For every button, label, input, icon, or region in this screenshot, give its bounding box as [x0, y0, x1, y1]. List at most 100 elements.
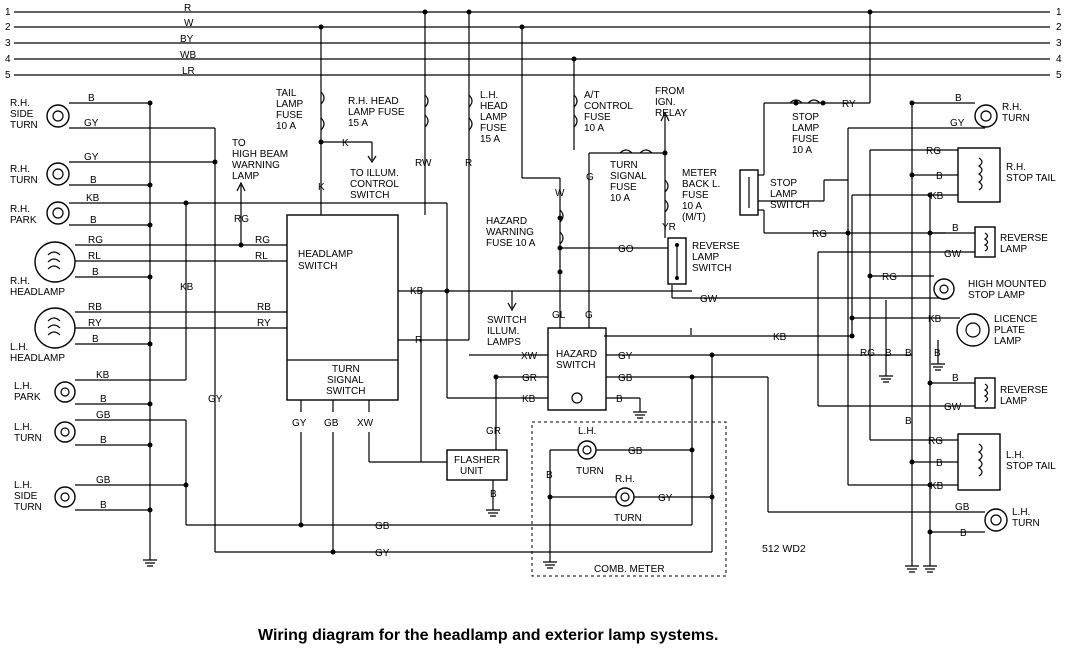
lh-stop-tail-wire-b: B	[936, 458, 943, 469]
reverse-1-label-2: LAMP	[1000, 244, 1028, 255]
right-wire-rg-v: RG	[860, 348, 875, 359]
note-switch-illum-2: ILLUM.	[487, 326, 519, 337]
meter-fuse-label-3: FUSE	[682, 190, 709, 201]
bus-color-3: BY	[180, 34, 194, 45]
hazard-wire-g: G	[585, 310, 593, 321]
lh-headlamp-wire-rb: RB	[88, 302, 102, 313]
rh-headlamp-hb-rg: RG	[234, 214, 249, 225]
lh-side-turn-wire-b: B	[100, 500, 107, 511]
headlamp-switch: HEADLAMP SWITCH TURN SIGNAL SWITCH GY GB…	[286, 138, 692, 555]
reverse-2-label-2: LAMP	[1000, 396, 1028, 407]
rh-head-wire-rw: RW	[415, 158, 432, 169]
turn-fuse-label-1: TURN	[610, 160, 638, 171]
reverse-2-label-1: REVERSE	[1000, 385, 1048, 396]
comb-meter-label: COMB. METER	[594, 564, 665, 575]
bus-number-right-5: 5	[1056, 70, 1062, 81]
lh-stop-tail-wire-rg: RG	[928, 436, 943, 447]
rh-headlamp-switch-rg: RG	[255, 235, 270, 246]
note-labels: TO HIGH BEAM WARNING LAMP TO ILLUM. CONT…	[232, 86, 687, 348]
reverse-wire-gw: GW	[700, 294, 718, 305]
note-high-beam-4: LAMP	[232, 171, 260, 182]
flasher-label-1: FLASHER	[454, 455, 500, 466]
turn-signal-switch-label-2: SIGNAL	[327, 375, 364, 386]
meter-fuse-label-4: 10 A	[682, 201, 702, 212]
rh-turn-lamp-rear: R.H. TURN B GY	[909, 93, 1030, 129]
lh-park-label-1: L.H.	[14, 381, 32, 392]
lh-park-label-2: PARK	[14, 392, 41, 403]
lh-stop-tail-label-2: STOP TAIL	[1006, 461, 1056, 472]
hazard-switch-label-1: HAZARD	[556, 349, 597, 360]
turn-signal-switch-label-3: SWITCH	[326, 386, 365, 397]
hazard-wire-gb: GB	[618, 373, 633, 384]
note-high-beam-1: TO	[232, 138, 246, 149]
right-wire-b-v3: B	[905, 416, 912, 427]
rear-lh-turn-label-2: TURN	[1012, 518, 1040, 529]
hazard-wire-xw: XW	[521, 351, 538, 362]
rh-turn-label-1: R.H.	[10, 164, 30, 175]
lh-park-wire-kb: KB	[96, 370, 110, 381]
rh-stop-tail-label-1: R.H.	[1006, 162, 1026, 173]
flasher-label-2: UNIT	[460, 466, 483, 477]
meter-wire-b: B	[546, 470, 553, 481]
meter-wire-gb: GB	[628, 446, 643, 457]
at-fuse-label-1: A/T	[584, 90, 600, 101]
reverse-2-wire-b: B	[952, 373, 959, 384]
high-mounted-stop-lamp: HIGH MOUNTED STOP LAMP RG	[867, 272, 1046, 301]
note-illum-3: SWITCH	[350, 190, 389, 201]
rh-headlamp-label-2: HEADLAMP	[10, 287, 65, 298]
lh-turn-label-2: TURN	[14, 433, 42, 444]
at-fuse-label-4: 10 A	[584, 123, 604, 134]
lh-head-wire-r: R	[465, 158, 472, 169]
tss-wire-gb: GB	[324, 418, 339, 429]
combination-meter: COMB. METER L.H. TURN R.H. TURN GB GY B	[531, 421, 727, 577]
rh-headlamp-wire-rl: RL	[88, 251, 101, 262]
meter-lh-turn-1: L.H.	[578, 426, 596, 437]
reverse-lamp-left: REVERSE LAMP B GW	[927, 373, 1048, 413]
hms-wire-rg: RG	[882, 272, 897, 283]
reverse-lamp-switch: REVERSE LAMP SWITCH	[667, 237, 740, 285]
licence-label-3: LAMP	[994, 336, 1022, 347]
rh-turn-label-2: TURN	[10, 175, 38, 186]
bus-number-right-2: 2	[1056, 22, 1062, 33]
lh-side-turn-label-3: TURN	[14, 502, 42, 513]
hazard-fuse-label-2: WARNING	[486, 227, 534, 238]
diagram-caption: Wiring diagram for the headlamp and exte…	[258, 627, 718, 644]
licence-label-1: LICENCE	[994, 314, 1038, 325]
reverse-wire-go: GO	[618, 244, 634, 255]
bus-number-left-4: 4	[5, 54, 11, 65]
bus-number-left-5: 5	[5, 70, 11, 81]
stop-switch-label-3: SWITCH	[770, 200, 809, 211]
note-switch-illum-3: LAMPS	[487, 337, 521, 348]
stop-fuse-wire-ry: RY	[842, 99, 856, 110]
lh-side-turn-label-1: L.H.	[14, 480, 32, 491]
rh-stop-tail-wire-kb: KB	[930, 191, 944, 202]
stop-fuse-label-3: FUSE	[792, 134, 819, 145]
stop-switch-label-1: STOP	[770, 178, 797, 189]
lh-side-turn-label-2: SIDE	[14, 491, 38, 502]
reverse-switch-label-1: REVERSE	[692, 241, 740, 252]
rear-lh-turn-wire-gb: GB	[955, 502, 970, 513]
rh-side-turn-label-3: TURN	[10, 120, 38, 131]
stop-fuse-label-4: 10 A	[792, 145, 812, 156]
rh-headlamp: R.H. HEADLAMP RG RL B RG RL RG	[10, 181, 288, 298]
headlamp-switch-label-1: HEADLAMP	[298, 249, 353, 260]
stop-switch-label-2: LAMP	[770, 189, 798, 200]
tss-wire-gy: GY	[292, 418, 307, 429]
note-illum-2: CONTROL	[350, 179, 399, 190]
at-fuse-label-3: FUSE	[584, 112, 611, 123]
turn-fuse-wire-g: G	[586, 172, 594, 183]
bus-color-4: WB	[180, 50, 196, 61]
right-wire-b-v2: B	[905, 348, 912, 359]
headlamp-switch-label-2: SWITCH	[298, 261, 337, 272]
note-ign-3: RELAY	[655, 108, 687, 119]
lh-stop-tail-wire-kb: KB	[930, 481, 944, 492]
note-high-beam-2: HIGH BEAM	[232, 149, 288, 160]
flasher-wire-gr: GR	[486, 426, 501, 437]
note-high-beam-3: WARNING	[232, 160, 280, 171]
rh-head-fuse-label-1: R.H. HEAD	[348, 96, 399, 107]
meter-rh-turn-2: TURN	[614, 513, 642, 524]
stop-switch-wire-rg: RG	[812, 229, 827, 240]
tail-fuse-wire-k2: K	[342, 138, 349, 149]
reverse-switch-label-3: SWITCH	[692, 263, 731, 274]
rh-side-turn-label-1: R.H.	[10, 98, 30, 109]
